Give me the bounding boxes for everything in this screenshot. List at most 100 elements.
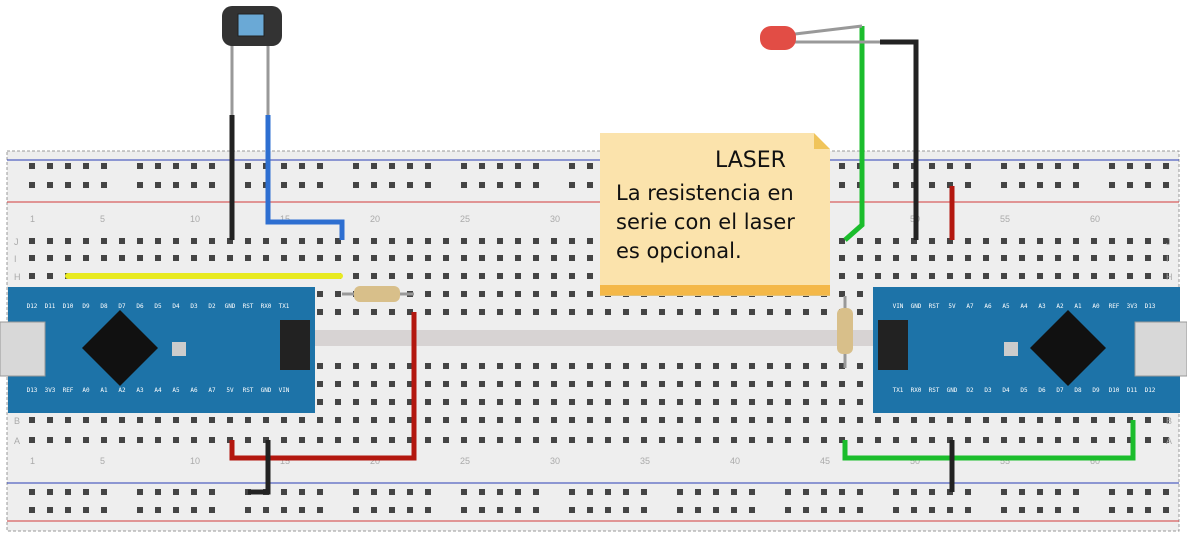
- breadboard-hole: [533, 291, 539, 297]
- breadboard-hole: [281, 255, 287, 261]
- breadboard-hole: [857, 507, 863, 513]
- breadboard-hole: [1073, 182, 1079, 188]
- breadboard-hole: [803, 363, 809, 369]
- breadboard-hole: [587, 437, 593, 443]
- row-letter-label: A: [14, 436, 20, 446]
- breadboard-hole: [767, 437, 773, 443]
- breadboard-hole: [965, 182, 971, 188]
- row-letter-label: H: [1166, 272, 1173, 282]
- breadboard-hole: [695, 399, 701, 405]
- breadboard-hole: [299, 417, 305, 423]
- breadboard-hole: [407, 507, 413, 513]
- breadboard-hole: [533, 489, 539, 495]
- breadboard-hole: [1163, 273, 1169, 279]
- nano-pin-label: 3V3: [45, 387, 56, 394]
- nano-pin-label: 5V: [226, 387, 234, 394]
- breadboard-hole: [281, 417, 287, 423]
- column-number-label: 25: [460, 456, 470, 466]
- breadboard-hole: [677, 417, 683, 423]
- breadboard-hole: [1163, 238, 1169, 244]
- breadboard-hole: [929, 238, 935, 244]
- breadboard-hole: [893, 182, 899, 188]
- breadboard-hole: [1163, 489, 1169, 495]
- breadboard-hole: [749, 399, 755, 405]
- breadboard-hole: [425, 291, 431, 297]
- breadboard-hole: [587, 489, 593, 495]
- breadboard-hole: [1145, 273, 1151, 279]
- breadboard-hole: [803, 309, 809, 315]
- nano-pin-label: D9: [82, 303, 90, 310]
- breadboard-hole: [1109, 417, 1115, 423]
- breadboard-hole: [623, 309, 629, 315]
- nano-pin-label: REF: [63, 387, 74, 394]
- breadboard-hole: [83, 507, 89, 513]
- breadboard-hole: [1109, 255, 1115, 261]
- breadboard-hole: [785, 489, 791, 495]
- nano-left-reset-button: [172, 342, 186, 356]
- breadboard-hole: [137, 489, 143, 495]
- breadboard-hole: [317, 255, 323, 261]
- breadboard-hole: [1019, 437, 1025, 443]
- breadboard-hole: [479, 437, 485, 443]
- breadboard-hole: [695, 309, 701, 315]
- breadboard-hole: [29, 255, 35, 261]
- breadboard-hole: [1055, 238, 1061, 244]
- breadboard-hole: [1055, 182, 1061, 188]
- nano-pin-label: D12: [27, 303, 38, 310]
- breadboard-hole: [731, 507, 737, 513]
- breadboard-hole: [335, 399, 341, 405]
- breadboard-hole: [497, 363, 503, 369]
- breadboard-hole: [749, 417, 755, 423]
- breadboard-hole: [299, 489, 305, 495]
- nano-pin-label: D5: [154, 303, 162, 310]
- breadboard-hole: [551, 437, 557, 443]
- breadboard-hole: [659, 399, 665, 405]
- breadboard-hole: [587, 399, 593, 405]
- breadboard-hole: [731, 437, 737, 443]
- breadboard-hole: [839, 273, 845, 279]
- nano-pin-label: A0: [1092, 303, 1100, 310]
- breadboard-hole: [569, 291, 575, 297]
- nano-right-icsp: [878, 320, 908, 370]
- breadboard-hole: [587, 291, 593, 297]
- breadboard-hole: [893, 273, 899, 279]
- breadboard-hole: [1145, 238, 1151, 244]
- nano-pin-label: RST: [243, 387, 254, 394]
- breadboard-hole: [587, 238, 593, 244]
- breadboard-hole: [983, 273, 989, 279]
- breadboard-hole: [569, 437, 575, 443]
- breadboard-hole: [803, 399, 809, 405]
- breadboard-hole: [911, 437, 917, 443]
- breadboard-hole: [893, 437, 899, 443]
- breadboard-hole: [227, 238, 233, 244]
- breadboard-hole: [1073, 489, 1079, 495]
- breadboard-hole: [515, 381, 521, 387]
- breadboard-hole: [191, 238, 197, 244]
- breadboard-hole: [515, 255, 521, 261]
- breadboard-hole: [713, 489, 719, 495]
- breadboard-hole: [713, 381, 719, 387]
- breadboard-hole: [1163, 507, 1169, 513]
- breadboard-hole: [1037, 489, 1043, 495]
- breadboard-hole: [281, 238, 287, 244]
- breadboard-hole: [695, 489, 701, 495]
- breadboard-hole: [353, 381, 359, 387]
- breadboard-hole: [911, 273, 917, 279]
- breadboard-hole: [479, 381, 485, 387]
- breadboard-hole: [479, 363, 485, 369]
- breadboard-hole: [875, 273, 881, 279]
- nano-pin-label: A2: [118, 387, 126, 394]
- breadboard-hole: [929, 507, 935, 513]
- breadboard-hole: [515, 363, 521, 369]
- breadboard-hole: [281, 163, 287, 169]
- breadboard-hole: [407, 238, 413, 244]
- breadboard-hole: [1001, 182, 1007, 188]
- breadboard-hole: [821, 363, 827, 369]
- breadboard-hole: [893, 507, 899, 513]
- breadboard-hole: [1109, 163, 1115, 169]
- breadboard-hole: [443, 273, 449, 279]
- breadboard-hole: [1073, 417, 1079, 423]
- breadboard-hole: [425, 381, 431, 387]
- breadboard-hole: [1001, 255, 1007, 261]
- nano-pin-label: RST: [929, 303, 940, 310]
